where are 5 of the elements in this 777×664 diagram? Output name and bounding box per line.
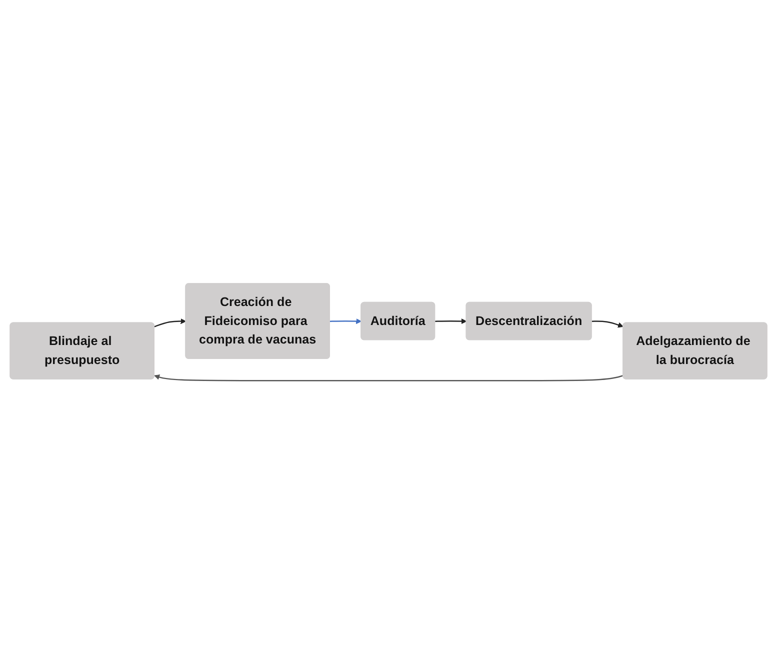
arrow — [435, 318, 467, 324]
arrow — [154, 374, 624, 382]
arrow — [154, 318, 186, 328]
arrow — [330, 318, 362, 324]
arrow — [592, 320, 624, 328]
